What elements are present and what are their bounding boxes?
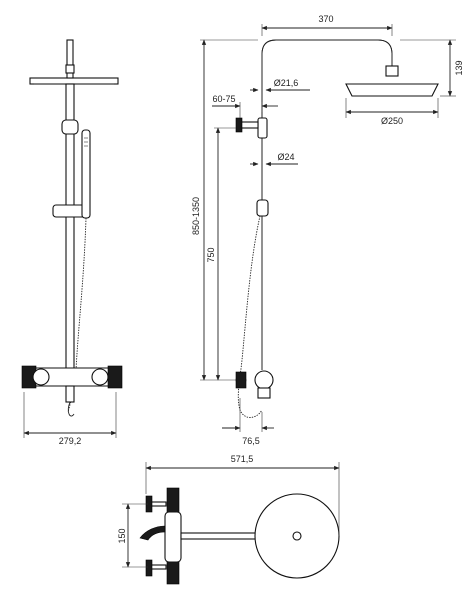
- front-pipe-joint: [61, 119, 79, 135]
- dim-top-view-length: 571,5: [231, 454, 254, 464]
- dim-arm-length: 370: [318, 14, 333, 24]
- top-mixer-body: [164, 511, 182, 563]
- dim-head-height: 139: [454, 60, 464, 75]
- top-view: 571,5 150: [117, 454, 340, 585]
- dim-head-diameter: Ø250: [381, 116, 403, 126]
- dim-mixer-depth: 76,5: [242, 436, 260, 446]
- dim-pipe-diameter-bottom: Ø24: [277, 152, 294, 162]
- side-mixer-handle: [235, 371, 247, 389]
- front-arm-stub: [66, 39, 74, 79]
- top-handle-lower: [145, 559, 153, 577]
- front-shower-head: [29, 77, 119, 85]
- dim-total-height: 850-1350: [191, 197, 201, 235]
- dim-pipe-diameter-top: Ø21,6: [274, 78, 299, 88]
- dim-inlet-spacing: 150: [117, 528, 127, 543]
- dim-wall-offset: 60-75: [212, 94, 235, 104]
- side-view: 370 139 Ø21,6 60-75 Ø250 850-1350 Ø24: [191, 14, 464, 446]
- front-right-handle: [107, 365, 123, 389]
- side-slider: [256, 199, 269, 217]
- top-spout: [139, 525, 166, 541]
- side-diverter-handle: [239, 121, 259, 129]
- front-view: 279,2: [21, 39, 123, 446]
- front-hand-shower: [81, 129, 91, 219]
- side-hose: [237, 215, 263, 418]
- side-shower-head: [345, 83, 439, 97]
- dim-mixer-to-riser: 750: [206, 247, 216, 262]
- dim-front-width: 279,2: [59, 436, 82, 446]
- side-mixer: [254, 370, 274, 390]
